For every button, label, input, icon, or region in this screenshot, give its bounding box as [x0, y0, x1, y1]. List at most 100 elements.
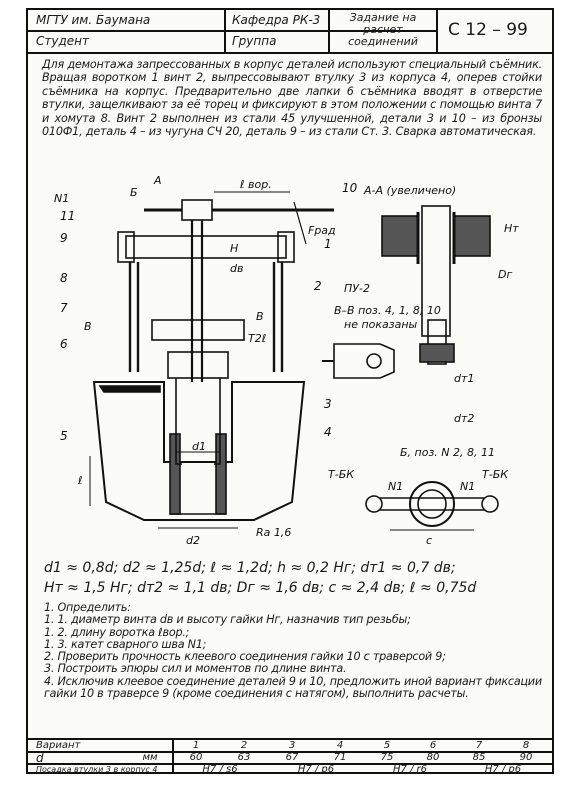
table-row: Вариант 1 2 3 4 5 6 7 8 — [28, 740, 552, 752]
d-cell: 71 — [333, 752, 347, 763]
assignment-sheet: МГТУ им. Баумана Кафедра РК-3 Студент Гр… — [26, 8, 554, 776]
divider — [172, 740, 174, 774]
variant-cell: 6 — [429, 740, 437, 751]
fit-header: Посадка втулки 3 в корпус 4 — [36, 765, 158, 774]
handle-hub — [181, 199, 213, 221]
variants-table: Вариант 1 2 3 4 5 6 7 8 d мм 60 63 67 71… — [28, 738, 552, 776]
label-part-1: 1 — [324, 237, 332, 251]
variant-cell: 5 — [383, 740, 391, 751]
section-aa-traverse-right — [453, 215, 491, 257]
label-section-a: А-А (увеличено) — [363, 184, 456, 197]
label-view-b: Б, поз. N 2, 8, 11 — [400, 446, 495, 459]
label-b-right: В — [256, 310, 264, 323]
fit-cell: H7 / r6 — [392, 764, 428, 775]
label-d2: d2 — [186, 534, 200, 547]
fit-cell: H7 / p6 — [484, 764, 522, 775]
task-item: 1. Определить: — [44, 601, 131, 614]
label-a-arrow: А — [153, 174, 162, 187]
fit-cell: H7 / p6 — [297, 764, 335, 775]
force-arrow — [293, 201, 307, 245]
section-aa-collar — [419, 343, 455, 363]
divider — [28, 751, 552, 753]
label-not-shown: не показаны — [344, 318, 418, 331]
label-part-5: 5 — [60, 429, 68, 443]
traverse-nut-right — [277, 231, 295, 263]
d-header: d — [36, 751, 44, 765]
d-cell: 60 — [189, 752, 203, 763]
d-cell: 63 — [237, 752, 251, 763]
label-b-arrow: Б — [130, 186, 138, 199]
variant-cell: 1 — [192, 740, 200, 751]
d-cell: 75 — [380, 752, 394, 763]
relations-line-2: Hт ≈ 1,5 Hг; dт2 ≈ 1,1 dв; Dг ≈ 1,6 dв; … — [44, 580, 477, 596]
label-n1: N1 — [54, 192, 69, 205]
task-item: 1. 3. катет сварного шва N1; — [44, 637, 207, 651]
label-dg: Dг — [498, 268, 512, 281]
label-ht: Hт — [504, 222, 519, 235]
task-description: Для демонтажа запрессованных в корпус де… — [42, 58, 543, 139]
paw-right — [214, 378, 221, 465]
label-d-s: dв — [230, 262, 243, 275]
student-label: Студент — [36, 34, 89, 48]
table-row: d мм 60 63 67 71 75 80 85 90 — [28, 752, 552, 764]
task-item: 1. 2. длину воротка ℓвор.; — [44, 625, 190, 639]
label-tbk-left: Т-БК — [328, 468, 355, 481]
label-c: c — [426, 534, 432, 547]
paws-block — [167, 351, 229, 379]
divider — [28, 30, 436, 32]
divider — [436, 10, 438, 52]
variant-cell: 7 — [475, 740, 483, 751]
label-part-9: 9 — [60, 231, 68, 245]
fit-cell: H7 / s6 — [202, 764, 238, 775]
task-item: 3. Построить эпюры сил и моментов по дли… — [44, 662, 347, 676]
label-dt2: dт2 — [454, 412, 474, 425]
label-n1-right: N1 — [460, 480, 475, 493]
sheet-code: С 12 – 99 — [448, 20, 528, 40]
variant-cell: 2 — [240, 740, 248, 751]
table-row: Посадка втулки 3 в корпус 4 H7 / s6 H7 /… — [28, 764, 552, 776]
title-block: МГТУ им. Баумана Кафедра РК-3 Студент Гр… — [28, 10, 552, 54]
variant-cell: 3 — [288, 740, 296, 751]
task-item: 1. 1. диаметр винта dв и высоту гайки Hг… — [44, 613, 411, 627]
housing — [92, 381, 306, 521]
label-l-vor: ℓ вор. — [239, 178, 272, 191]
clamp — [151, 319, 245, 341]
group-label: Группа — [232, 34, 277, 48]
label-pu2: ПУ-2 — [344, 282, 370, 295]
relations-line-1: d1 ≈ 0,8d; d2 ≈ 1,25d; ℓ ≈ 1,2d; h ≈ 0,2… — [44, 560, 456, 576]
traverse-nut-left — [117, 231, 135, 263]
label-f-rad: Fрад — [308, 224, 336, 237]
label-part-10: 10 — [342, 181, 358, 195]
label-part-11: 11 — [60, 209, 75, 223]
section-aa-tip — [427, 319, 447, 365]
label-h: H — [230, 242, 238, 255]
label-part-7: 7 — [60, 301, 68, 315]
puller-drawing: N1 Б А ℓ вор. Fрад dв H 1 2 3 4 5 6 7 8 … — [34, 172, 550, 552]
variant-header: Вариант — [36, 740, 81, 751]
label-part-4: 4 — [324, 425, 332, 439]
variant-cell: 4 — [336, 740, 344, 751]
label-tbk-right: Т-БК — [482, 468, 509, 481]
d-cell: 80 — [426, 752, 440, 763]
label-ra: Ra 1,6 — [256, 526, 291, 539]
variant-cell: 8 — [522, 740, 530, 751]
view-b-ring — [409, 481, 455, 527]
bushing-wall-left — [169, 433, 181, 515]
task-list: 1. Определить: 1. 1. диаметр винта dв и … — [44, 601, 544, 701]
label-part-6: 6 — [60, 337, 68, 351]
d-cell: 90 — [519, 752, 533, 763]
d-cell: 85 — [472, 752, 486, 763]
unit-header: мм — [142, 752, 158, 763]
view-b-post-right — [481, 495, 499, 513]
divider — [28, 763, 552, 765]
label-dt1: dт1 — [454, 372, 474, 385]
label-section-b: В–В поз. 4, 1, 8, 10 — [334, 304, 441, 317]
view-b-post-left — [365, 495, 383, 513]
section-aa-traverse-left — [381, 215, 419, 257]
paw-left — [175, 378, 182, 465]
section-bb-body — [333, 343, 395, 379]
label-part-8: 8 — [60, 271, 68, 285]
d-cell: 67 — [285, 752, 299, 763]
view-b-bore — [417, 489, 447, 519]
task-item: 4. Исключив клеевое соединение деталей 9… — [44, 674, 542, 701]
